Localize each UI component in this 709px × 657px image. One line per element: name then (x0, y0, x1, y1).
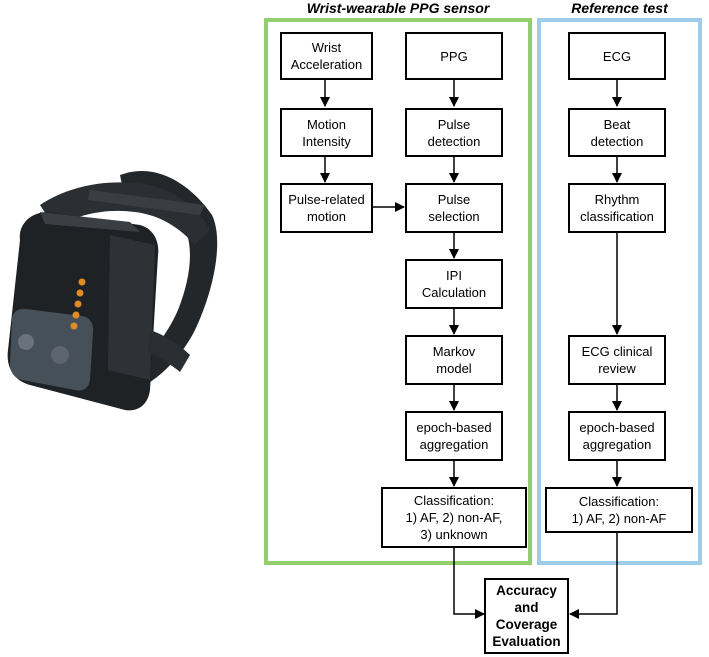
led-indicator-5 (70, 322, 78, 330)
box-motion-intensity: Motion Intensity (280, 108, 373, 157)
box-accuracy-coverage-evaluation: Accuracy and Coverage Evaluation (484, 578, 569, 654)
device-strap-top (40, 182, 210, 245)
box-wrist-acceleration: Wrist Acceleration (280, 32, 373, 80)
device-sensor-window (10, 308, 94, 391)
box-ppg-epoch-aggregation: epoch-based aggregation (405, 411, 503, 461)
reference-test-panel (537, 18, 702, 565)
box-beat-detection: Beat detection (568, 108, 666, 157)
box-ppg: PPG (405, 32, 503, 80)
ppg-panel-title: Wrist-wearable PPG sensor (306, 0, 490, 16)
led-indicator-3 (74, 300, 82, 308)
box-ipi-calculation: IPI Calculation (405, 259, 503, 309)
led-indicator-1 (78, 278, 86, 286)
device-strap-texture (88, 190, 205, 215)
arrow-ref-class-to-evaluation (569, 533, 618, 619)
ppg-sensor-panel (264, 18, 532, 565)
led-indicator-4 (72, 311, 80, 319)
wrist-device-illustration (7, 170, 218, 411)
sensor-lens-left (18, 334, 34, 350)
reference-panel-title: Reference test (571, 0, 668, 16)
box-pulse-related-motion: Pulse-related motion (280, 183, 373, 233)
arrow-ppg-class-to-evaluation (453, 548, 485, 619)
box-markov-model: Markov model (405, 335, 503, 385)
device-strap-bottom (148, 330, 190, 372)
sensor-lens-right (51, 346, 69, 364)
box-ref-epoch-aggregation: epoch-based aggregation (568, 411, 666, 461)
box-ref-classification: Classification: 1) AF, 2) non-AF (545, 487, 693, 533)
led-indicator-2 (76, 289, 84, 297)
device-top-face (40, 212, 140, 232)
box-ppg-classification: Classification: 1) AF, 2) non-AF, 3) unk… (381, 487, 527, 548)
box-ecg-clinical-review: ECG clinical review (568, 335, 666, 385)
device-side-face (108, 235, 155, 380)
box-pulse-selection: Pulse selection (405, 183, 503, 233)
box-pulse-detection: Pulse detection (405, 108, 503, 157)
box-rhythm-classification: Rhythm classification (568, 183, 666, 233)
box-ecg: ECG (568, 32, 666, 80)
